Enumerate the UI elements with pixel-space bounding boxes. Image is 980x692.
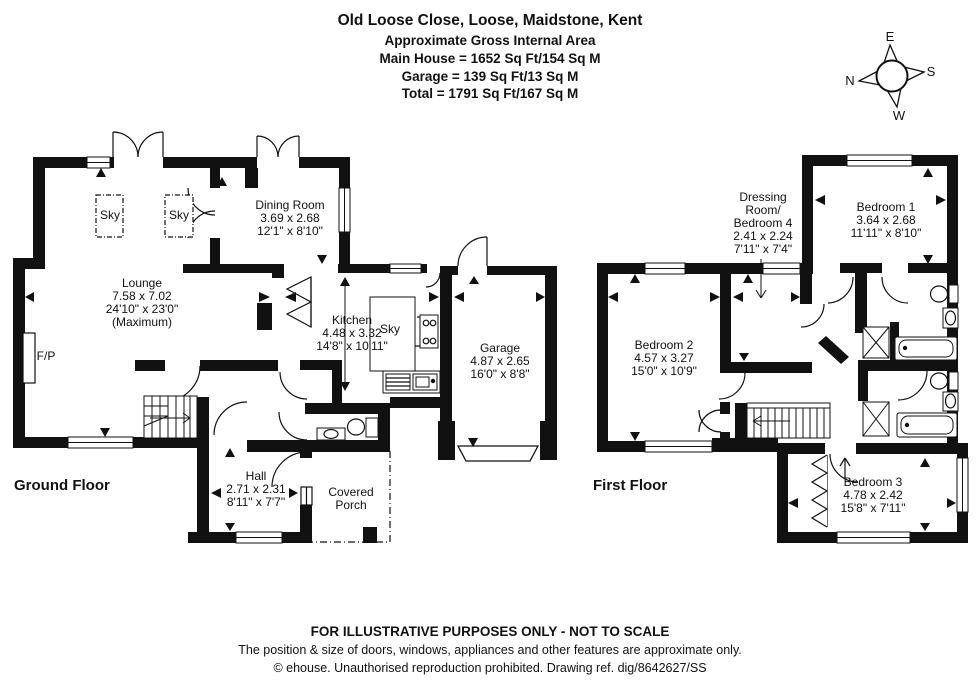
- first-floor-label: First Floor: [593, 477, 668, 494]
- skylight-label: Sky: [379, 322, 401, 336]
- first-floor-doors: [698, 276, 928, 483]
- ground-floor-label: Ground Floor: [14, 477, 110, 494]
- compass-rose-icon: [857, 43, 926, 109]
- garage-label: Garage 4.87 x 2.65 16'0" x 8'8": [470, 341, 530, 381]
- header-subtitle: Approximate Gross Internal Area: [384, 33, 596, 48]
- header-main-house-area: Main House = 1652 Sq Ft/154 Sq M: [379, 51, 601, 66]
- toilet-icon: [929, 371, 959, 391]
- bedroom2-label: Bedroom 2 4.57 x 3.27 15'0" x 10'9": [631, 338, 697, 378]
- basin-icon: [316, 427, 346, 441]
- basin-icon: [942, 307, 959, 329]
- skylight-label: Sky: [99, 208, 121, 222]
- kitchen-island-icon: [369, 296, 416, 372]
- ground-floor-windows: [67, 156, 422, 544]
- compass-west-label: W: [892, 108, 906, 123]
- header-address: Old Loose Close, Loose, Maidstone, Kent: [337, 12, 643, 29]
- eaves-zigzag-icon: [810, 454, 829, 528]
- bathtub-icon: [896, 412, 958, 438]
- garage-door-icon: [456, 445, 540, 462]
- compass-north-label: N: [845, 73, 855, 88]
- compass-east-label: E: [885, 29, 895, 44]
- toilet-icon: [929, 284, 959, 304]
- entry-arrow-icon: [839, 457, 851, 478]
- basin-icon: [942, 391, 959, 412]
- fireplace-icon: [22, 332, 36, 384]
- dining-room-label: Dining Room 3.69 x 2.68 12'1" x 8'10": [255, 198, 325, 238]
- bathtub-icon: [894, 336, 958, 361]
- ground-floor-walls: [13, 157, 557, 543]
- ground-floor-doors: [112, 131, 488, 488]
- hob-icon: [419, 314, 439, 349]
- ground-floor-dimension-arrows: [25, 168, 545, 531]
- compass-south-label: S: [926, 64, 936, 79]
- shower-icon: [862, 326, 890, 359]
- header-total-area: Total = 1791 Sq Ft/167 Sq M: [401, 86, 579, 101]
- first-floor-fixtures: [746, 259, 959, 528]
- footer-note: The position & size of doors, windows, a…: [238, 643, 742, 657]
- stairs-icon: [143, 395, 198, 439]
- footer-copyright: © ehouse. Unauthorised reproduction proh…: [273, 661, 707, 675]
- dressing-room-label: Dressing Room/ Bedroom 4 2.41 x 2.24 7'1…: [733, 190, 793, 256]
- header-garage-area: Garage = 139 Sq Ft/13 Sq M: [401, 69, 579, 84]
- front-door-icon: [300, 486, 313, 506]
- covered-porch-label: Covered Porch: [328, 485, 374, 512]
- bifold-door-icon: [285, 276, 312, 329]
- ground-floor-fixtures: [22, 194, 441, 441]
- lounge-label: Lounge 7.58 x 7.02 24'10" x 23'0" (Maxim…: [105, 276, 179, 329]
- skylight-icon: [95, 194, 124, 238]
- first-floor-dimension-arrows: [608, 168, 956, 531]
- hall-label: Hall 2.71 x 2.31 8'11" x 7'7": [226, 469, 286, 509]
- bedroom3-label: Bedroom 3 4.78 x 2.42 15'8" x 7'11": [840, 475, 906, 515]
- sink-unit-icon: [382, 370, 441, 394]
- covered-porch-outline: [309, 451, 391, 543]
- toilet-icon: [346, 417, 379, 438]
- shower-icon: [862, 401, 890, 437]
- stairs-icon: [746, 402, 831, 439]
- kitchen-label: Kitchen 4.48 x 3.32 14'8" x 10'11": [316, 313, 388, 353]
- skylight-icon: [164, 194, 194, 238]
- footer-disclaimer: FOR ILLUSTRATIVE PURPOSES ONLY - NOT TO …: [310, 624, 670, 639]
- skylight-label: Sky: [168, 208, 190, 222]
- bedroom1-label: Bedroom 1 3.64 x 2.68 11'11" x 8'10": [850, 200, 922, 240]
- fireplace-label: F/P: [36, 349, 56, 363]
- dressing-pointer-arrow: [755, 259, 767, 299]
